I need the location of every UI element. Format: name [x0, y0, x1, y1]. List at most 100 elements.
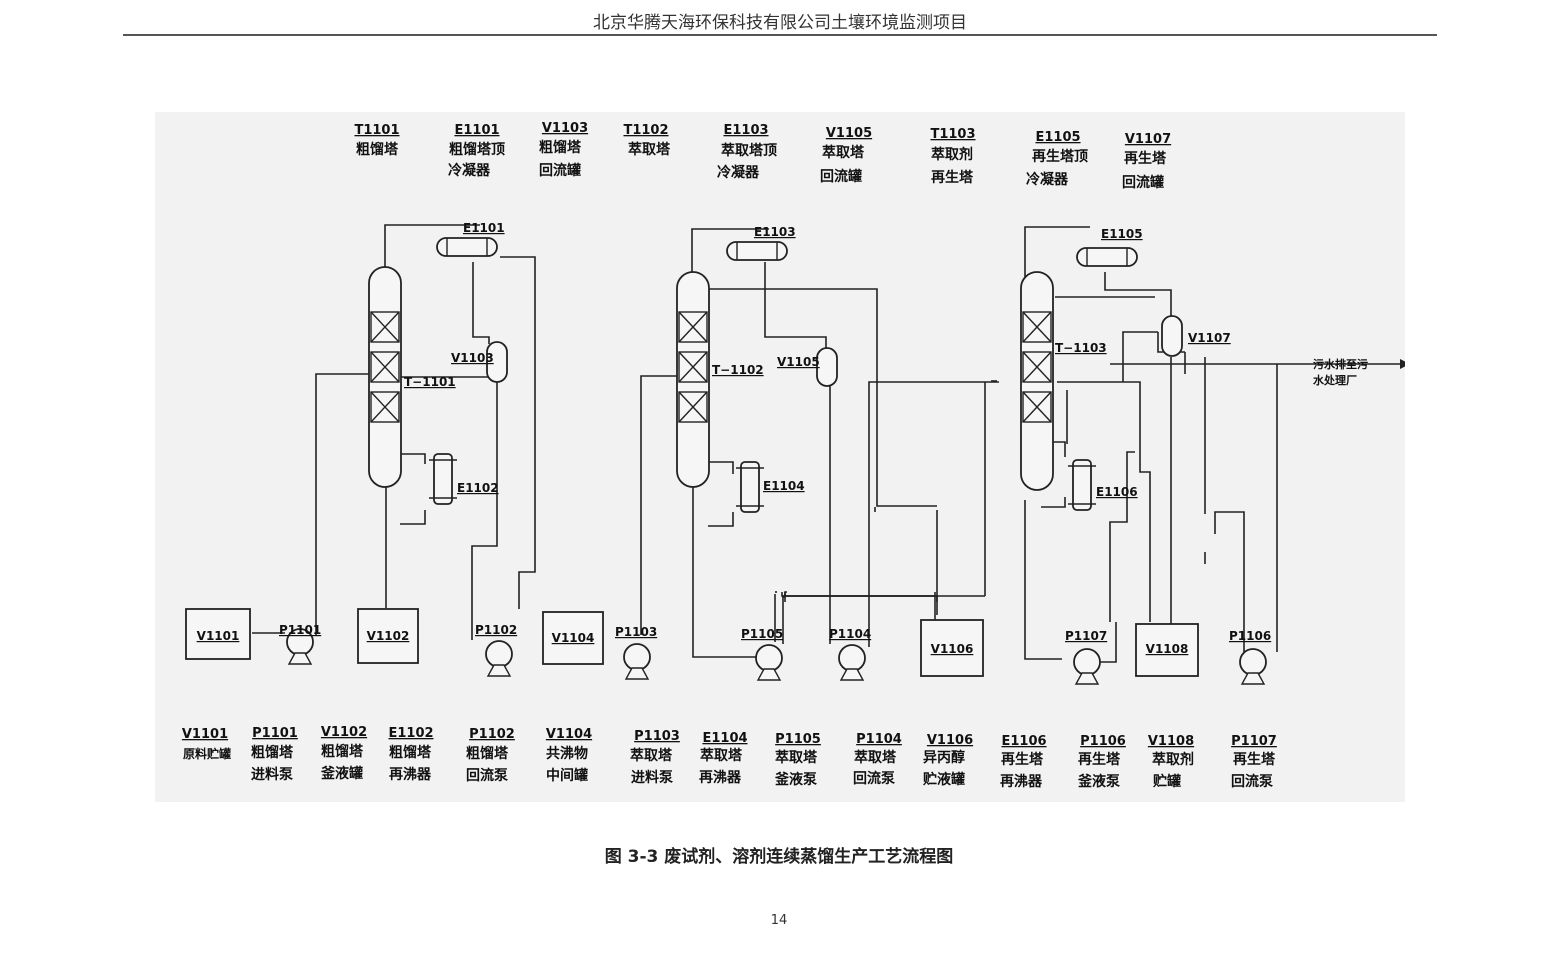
bottom-label-V1102: V1102 粗馏塔 釜液罐	[320, 725, 367, 782]
pump-P1105: P1105	[741, 627, 783, 681]
bottom-label-V1108: V1108 萃取剂 贮罐	[1148, 734, 1194, 790]
bottom-label-P1105: P1105 萃取塔 釜液泵	[774, 732, 821, 788]
reflux-drums: V1103 V1105 V1107	[451, 315, 1231, 387]
tag-E1102: E1102	[457, 481, 499, 495]
piping	[252, 224, 1400, 663]
bottom-label-code: V1106	[927, 733, 973, 748]
top-label-V1103: V1103 粗馏塔 回流罐	[539, 121, 588, 179]
pump-P1106: P1106	[1229, 629, 1271, 685]
pipe	[784, 591, 787, 596]
column-shell	[368, 266, 402, 488]
pipe	[400, 453, 426, 464]
bottom-label-line: 萃取塔	[854, 749, 897, 766]
top-label-E1101: E1101 粗馏塔顶 冷凝器	[448, 123, 505, 179]
pipe	[400, 510, 426, 525]
bottom-label-E1106: E1106 再生塔 再沸器	[1000, 734, 1047, 790]
bottom-label-line: 再沸器	[699, 769, 742, 786]
pipe	[1214, 511, 1245, 652]
bottom-label-line: 共沸物	[546, 745, 588, 762]
pipe	[1122, 331, 1158, 382]
reboiler-body	[433, 453, 453, 505]
pipe	[708, 512, 734, 527]
wastewater-outlet: 污水排至污 水处理厂	[1313, 357, 1405, 387]
bottom-label-line: 再生塔	[1001, 751, 1044, 768]
condenser-E1101: E1101	[436, 221, 505, 257]
top-label-V1105: V1105 萃取塔 回流罐	[820, 126, 872, 185]
tag-V1108: V1108	[1146, 642, 1189, 656]
bottom-label-line: 回流泵	[853, 770, 895, 787]
figure-caption: 图 3-3 废试剂、溶剂连续蒸馏生产工艺流程图	[604, 847, 954, 867]
drum-V1105: V1105	[777, 347, 838, 387]
top-label-line: 再生塔顶	[1032, 148, 1088, 165]
pipe	[1024, 226, 1090, 277]
column-shell	[676, 271, 710, 488]
header-rule	[123, 34, 1437, 36]
top-label-line: 粗馏塔顶	[449, 141, 505, 158]
condensers: E1101 E1103 E1105	[436, 221, 1143, 267]
tag-E1104: E1104	[763, 479, 805, 493]
pipe	[471, 377, 498, 640]
bottom-label-code: V1102	[321, 725, 367, 740]
reboiler-E1104: E1104	[736, 461, 805, 513]
top-label-code: E1101	[454, 123, 499, 138]
drum-body	[816, 347, 838, 387]
bottom-label-line: 再生塔	[1233, 751, 1276, 768]
tank-body	[1135, 623, 1199, 677]
pump-P1102: P1102	[475, 623, 517, 677]
bottom-label-code: P1102	[469, 727, 515, 742]
flow-diagram-svg: T1101 粗馏塔 E1101 粗馏塔顶 冷凝器 V1103 粗馏塔 回流罐 T…	[182, 121, 1405, 790]
bottom-label-line: 釜液泵	[774, 771, 817, 788]
bottom-label-line: 贮罐	[1152, 773, 1181, 790]
bottom-label-code: P1105	[775, 732, 821, 747]
tag-T1102: T−1102	[712, 363, 764, 377]
pipe	[1057, 381, 1151, 622]
tag-P1106: P1106	[1229, 629, 1271, 643]
bottom-label-line: 中间罐	[546, 767, 588, 784]
top-label-code: T1103	[930, 127, 975, 142]
bottom-label-V1101: V1101 原料贮罐	[182, 727, 231, 761]
tag-P1104: P1104	[829, 627, 871, 641]
reboiler-E1102: E1102	[429, 453, 499, 505]
bottom-label-line: 回流泵	[466, 767, 508, 784]
top-label-code: T1101	[354, 123, 399, 138]
column-T1103: T−1103	[1020, 271, 1107, 491]
bottom-label-code: P1101	[252, 726, 298, 741]
top-labels: T1101 粗馏塔 E1101 粗馏塔顶 冷凝器 V1103 粗馏塔 回流罐 T…	[354, 121, 1171, 191]
bottom-label-line: 再生塔	[1078, 751, 1121, 768]
bottom-label-line: 萃取塔	[630, 747, 673, 764]
bottom-label-V1106: V1106 异丙醇 贮液罐	[922, 733, 973, 788]
tag-V1106: V1106	[931, 642, 974, 656]
top-label-line: 冷凝器	[717, 164, 760, 181]
tag-V1102: V1102	[367, 629, 410, 643]
bottom-label-line: 釜液泵	[1077, 773, 1120, 790]
bottom-label-line: 异丙醇	[923, 749, 965, 766]
bottom-label-line: 再沸器	[1000, 773, 1043, 790]
tank-V1104: V1104	[542, 611, 604, 665]
condenser-body	[1076, 247, 1138, 267]
pump-P1104: P1104	[829, 627, 871, 681]
pump-P1107: P1107	[1065, 629, 1107, 685]
bottom-label-line: 回流泵	[1231, 773, 1273, 790]
bottom-label-line: 萃取塔	[775, 749, 818, 766]
bottom-label-code: E1102	[388, 726, 433, 741]
top-label-line: 再生塔	[931, 169, 974, 186]
pipe	[1104, 272, 1172, 319]
top-label-T1102: T1102 萃取塔	[623, 123, 671, 158]
tag-E1103: E1103	[754, 225, 796, 239]
column-shell	[1020, 271, 1054, 491]
top-label-line: 冷凝器	[448, 162, 491, 179]
bottom-label-line: 釜液罐	[320, 765, 363, 782]
pipe	[868, 381, 999, 647]
bottom-label-line: 进料泵	[251, 766, 293, 783]
pipe	[691, 228, 769, 282]
tag-P1103: P1103	[615, 625, 657, 639]
condenser-E1103: E1103	[726, 225, 796, 261]
bottom-label-V1104: V1104 共沸物 中间罐	[546, 727, 592, 784]
bottom-label-code: P1107	[1231, 734, 1277, 749]
tag-P1107: P1107	[1065, 629, 1107, 643]
top-label-line: 萃取塔顶	[721, 142, 777, 159]
process-flow-diagram: T1101 粗馏塔 E1101 粗馏塔顶 冷凝器 V1103 粗馏塔 回流罐 T…	[155, 112, 1405, 802]
top-label-line: 粗馏塔	[356, 141, 399, 158]
top-label-line: 冷凝器	[1026, 171, 1069, 188]
top-label-line: 粗馏塔	[539, 139, 582, 156]
